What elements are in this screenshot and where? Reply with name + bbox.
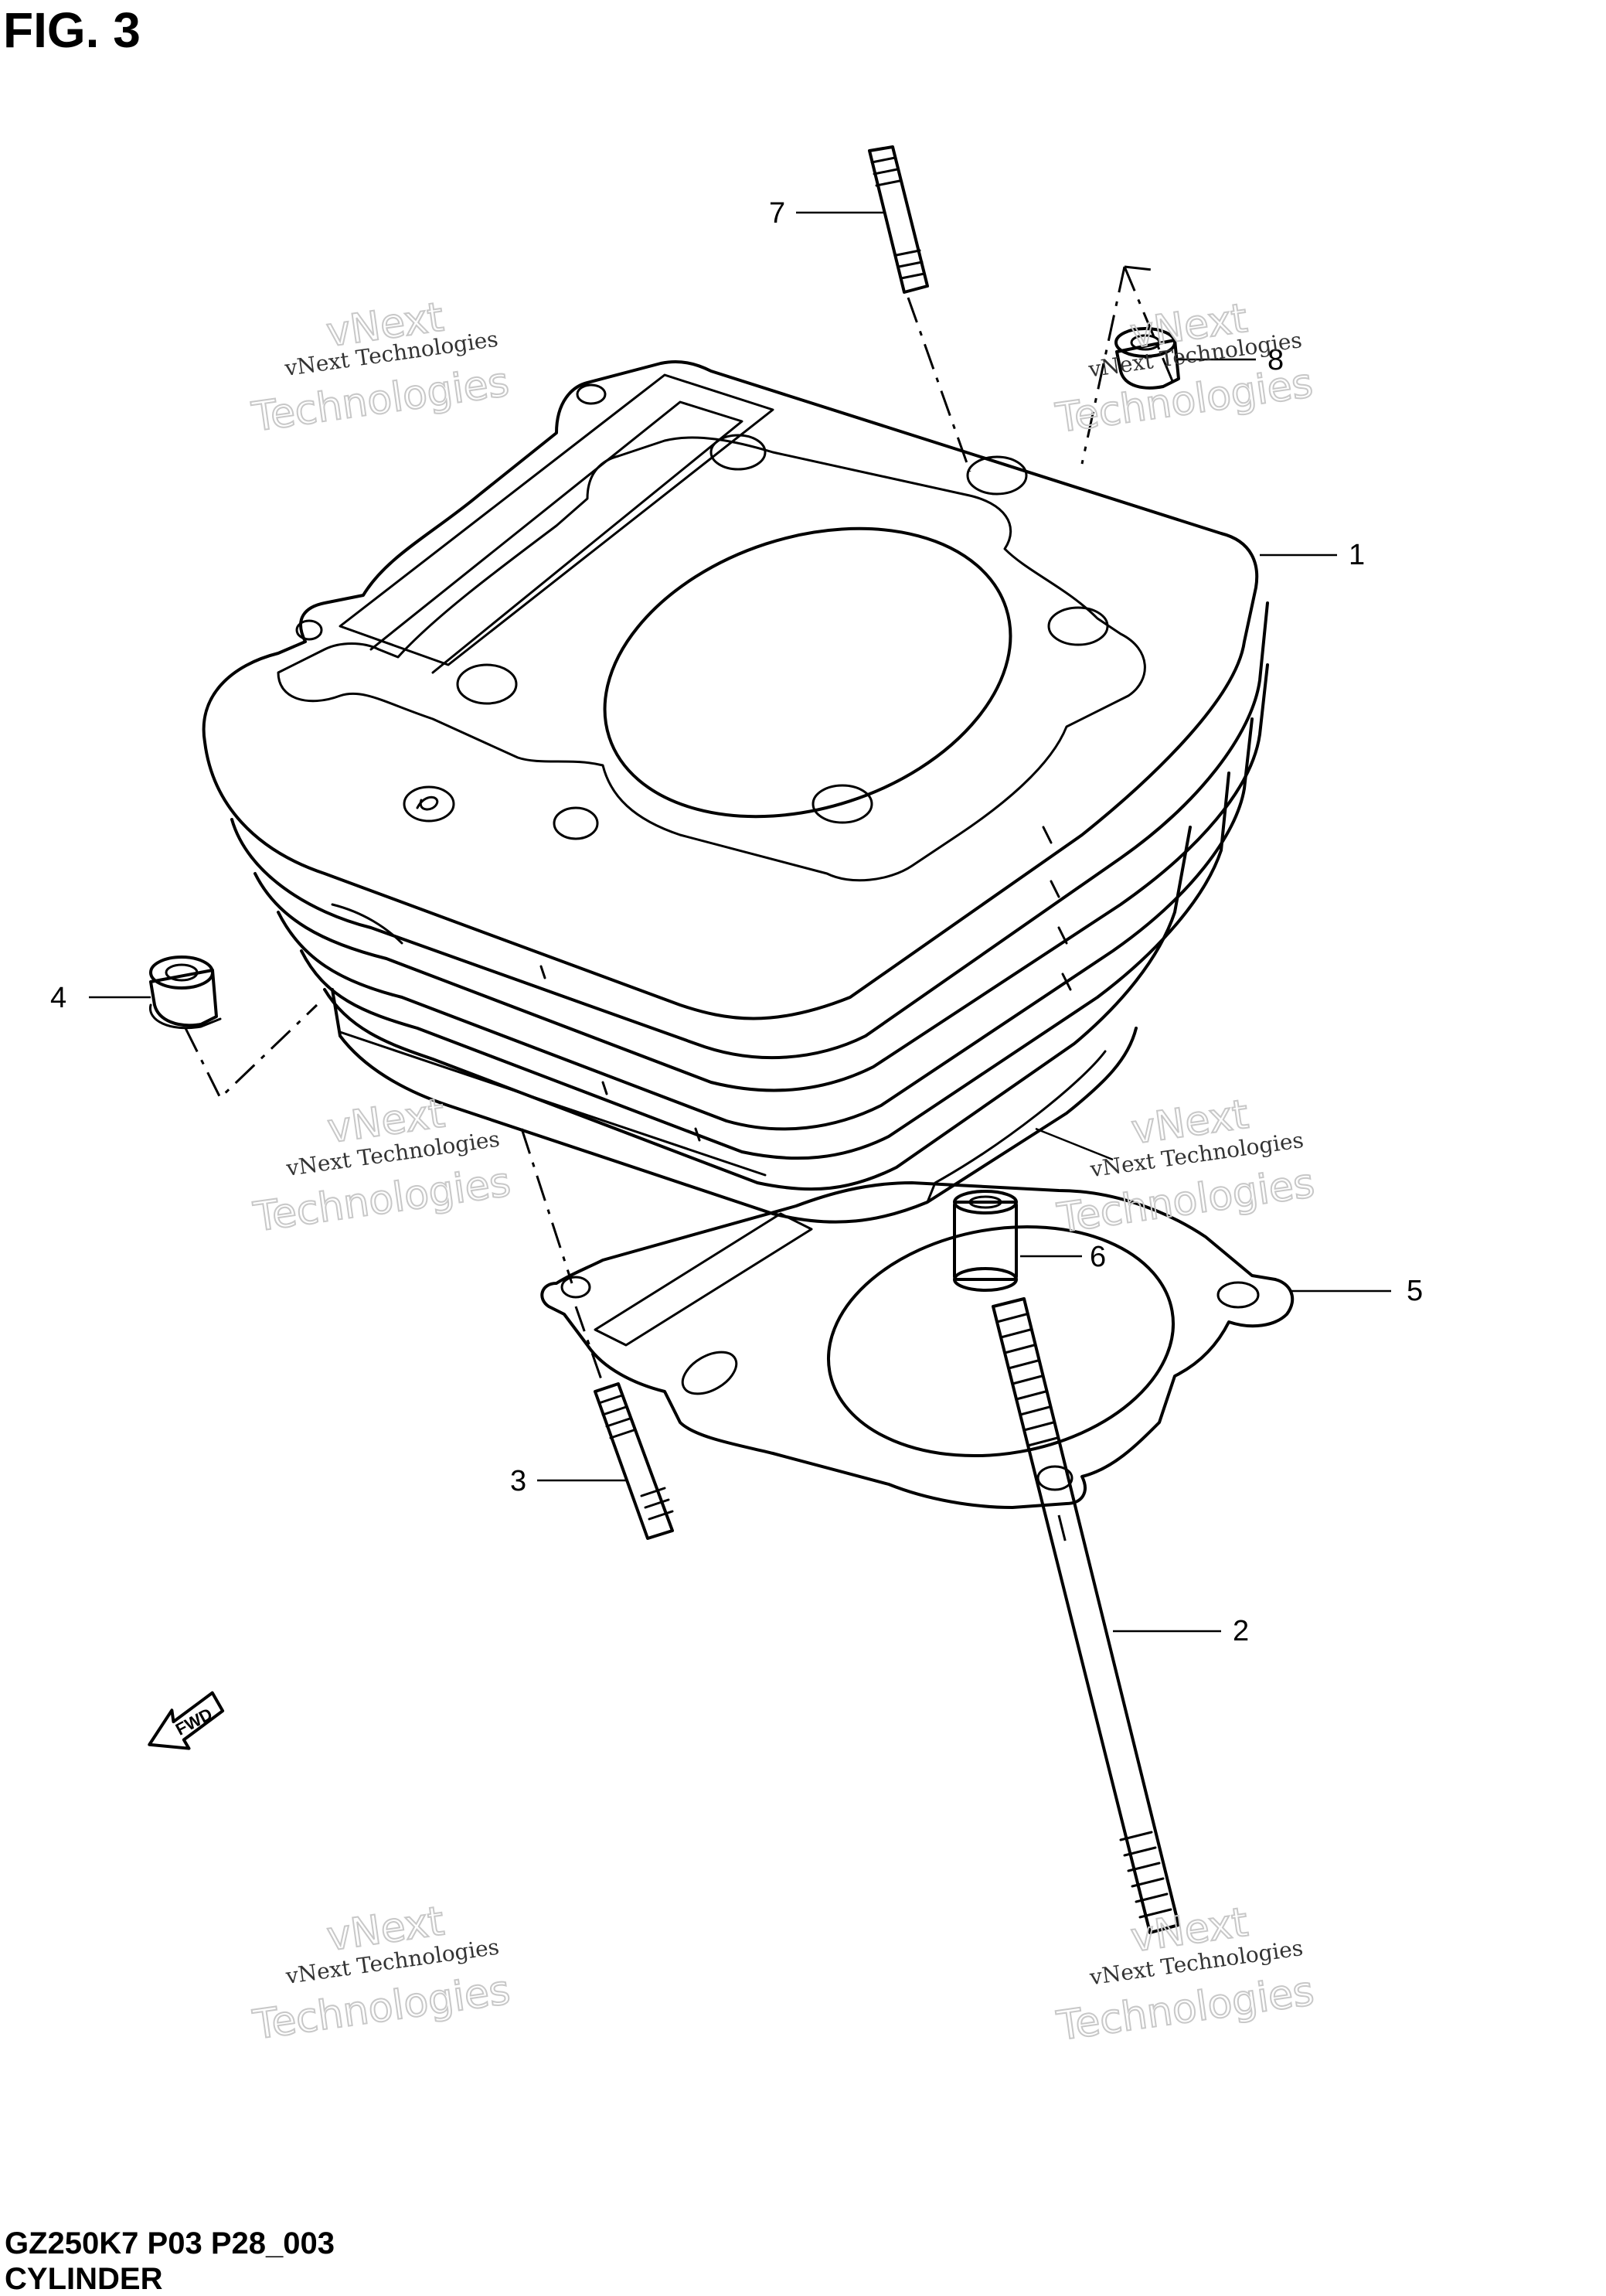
callout-8: 8 bbox=[1267, 344, 1284, 376]
nut-part-4 bbox=[149, 956, 222, 1030]
nut-part-8 bbox=[1114, 327, 1180, 390]
callout-4: 4 bbox=[50, 982, 66, 1014]
figure-code: GZ250K7 P03 P28_003 bbox=[5, 2226, 335, 2260]
watermark-mid-left: vNext vNext Technologies Technologies bbox=[250, 1089, 514, 1242]
upper-stud-part bbox=[868, 145, 929, 294]
assembly-centerlines bbox=[184, 265, 1176, 1547]
leader-lines bbox=[89, 211, 1391, 1633]
callout-7: 7 bbox=[769, 197, 785, 230]
figure-title: FIG. 3 bbox=[3, 2, 141, 58]
callout-3: 3 bbox=[510, 1465, 526, 1497]
callout-2: 2 bbox=[1233, 1615, 1249, 1647]
callout-5: 5 bbox=[1407, 1275, 1423, 1307]
watermark-bottom-right: vNext vNext Technologies Technologies bbox=[1053, 1899, 1318, 2051]
forward-direction-arrow: FWD bbox=[148, 1691, 225, 1750]
watermark-bottom-left: vNext vNext Technologies Technologies bbox=[249, 1897, 513, 2049]
cylinder-base-gasket-part bbox=[540, 1181, 1295, 1509]
callout-numbers: 1 2 3 4 5 6 7 8 bbox=[50, 197, 1423, 1647]
watermark-mid-right: vNext vNext Technologies Technologies bbox=[1053, 1091, 1318, 1243]
short-stud-part bbox=[594, 1382, 674, 1540]
figure-name: CYLINDER bbox=[5, 2262, 163, 2296]
watermark-top-left: vNext vNext Technologies Technologies bbox=[248, 293, 512, 441]
long-stud-bolt-part bbox=[992, 1297, 1180, 1934]
watermark-top-right: vNext vNext Technologies Technologies bbox=[1052, 295, 1316, 443]
callout-1: 1 bbox=[1349, 539, 1365, 571]
callout-6: 6 bbox=[1090, 1241, 1106, 1273]
dowel-pin-part bbox=[953, 1190, 1018, 1292]
cylinder-part bbox=[202, 360, 1269, 1224]
